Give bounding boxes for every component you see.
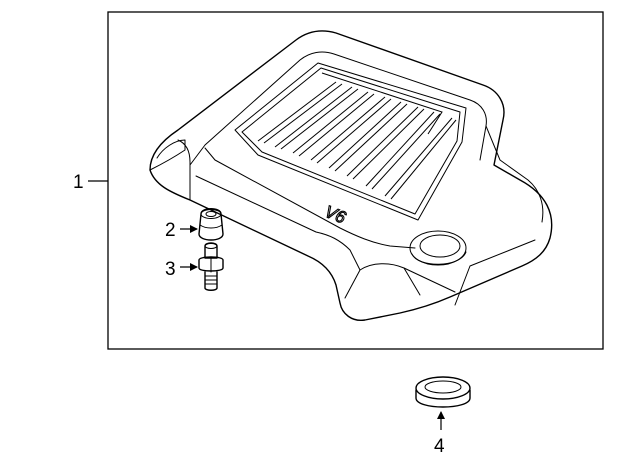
- callout-1-label: 1: [73, 172, 84, 193]
- oil-filler-opening: [409, 230, 467, 266]
- callout-4-label: 4: [434, 436, 445, 457]
- engine-cover: V6: [149, 30, 553, 321]
- v6-emblem: V6: [322, 202, 349, 228]
- callout-2-label: 2: [165, 220, 176, 241]
- filler-cap: [415, 376, 471, 408]
- callout-3-label: 3: [165, 259, 176, 280]
- stud-bolt: [198, 242, 224, 291]
- grommet: [198, 208, 224, 241]
